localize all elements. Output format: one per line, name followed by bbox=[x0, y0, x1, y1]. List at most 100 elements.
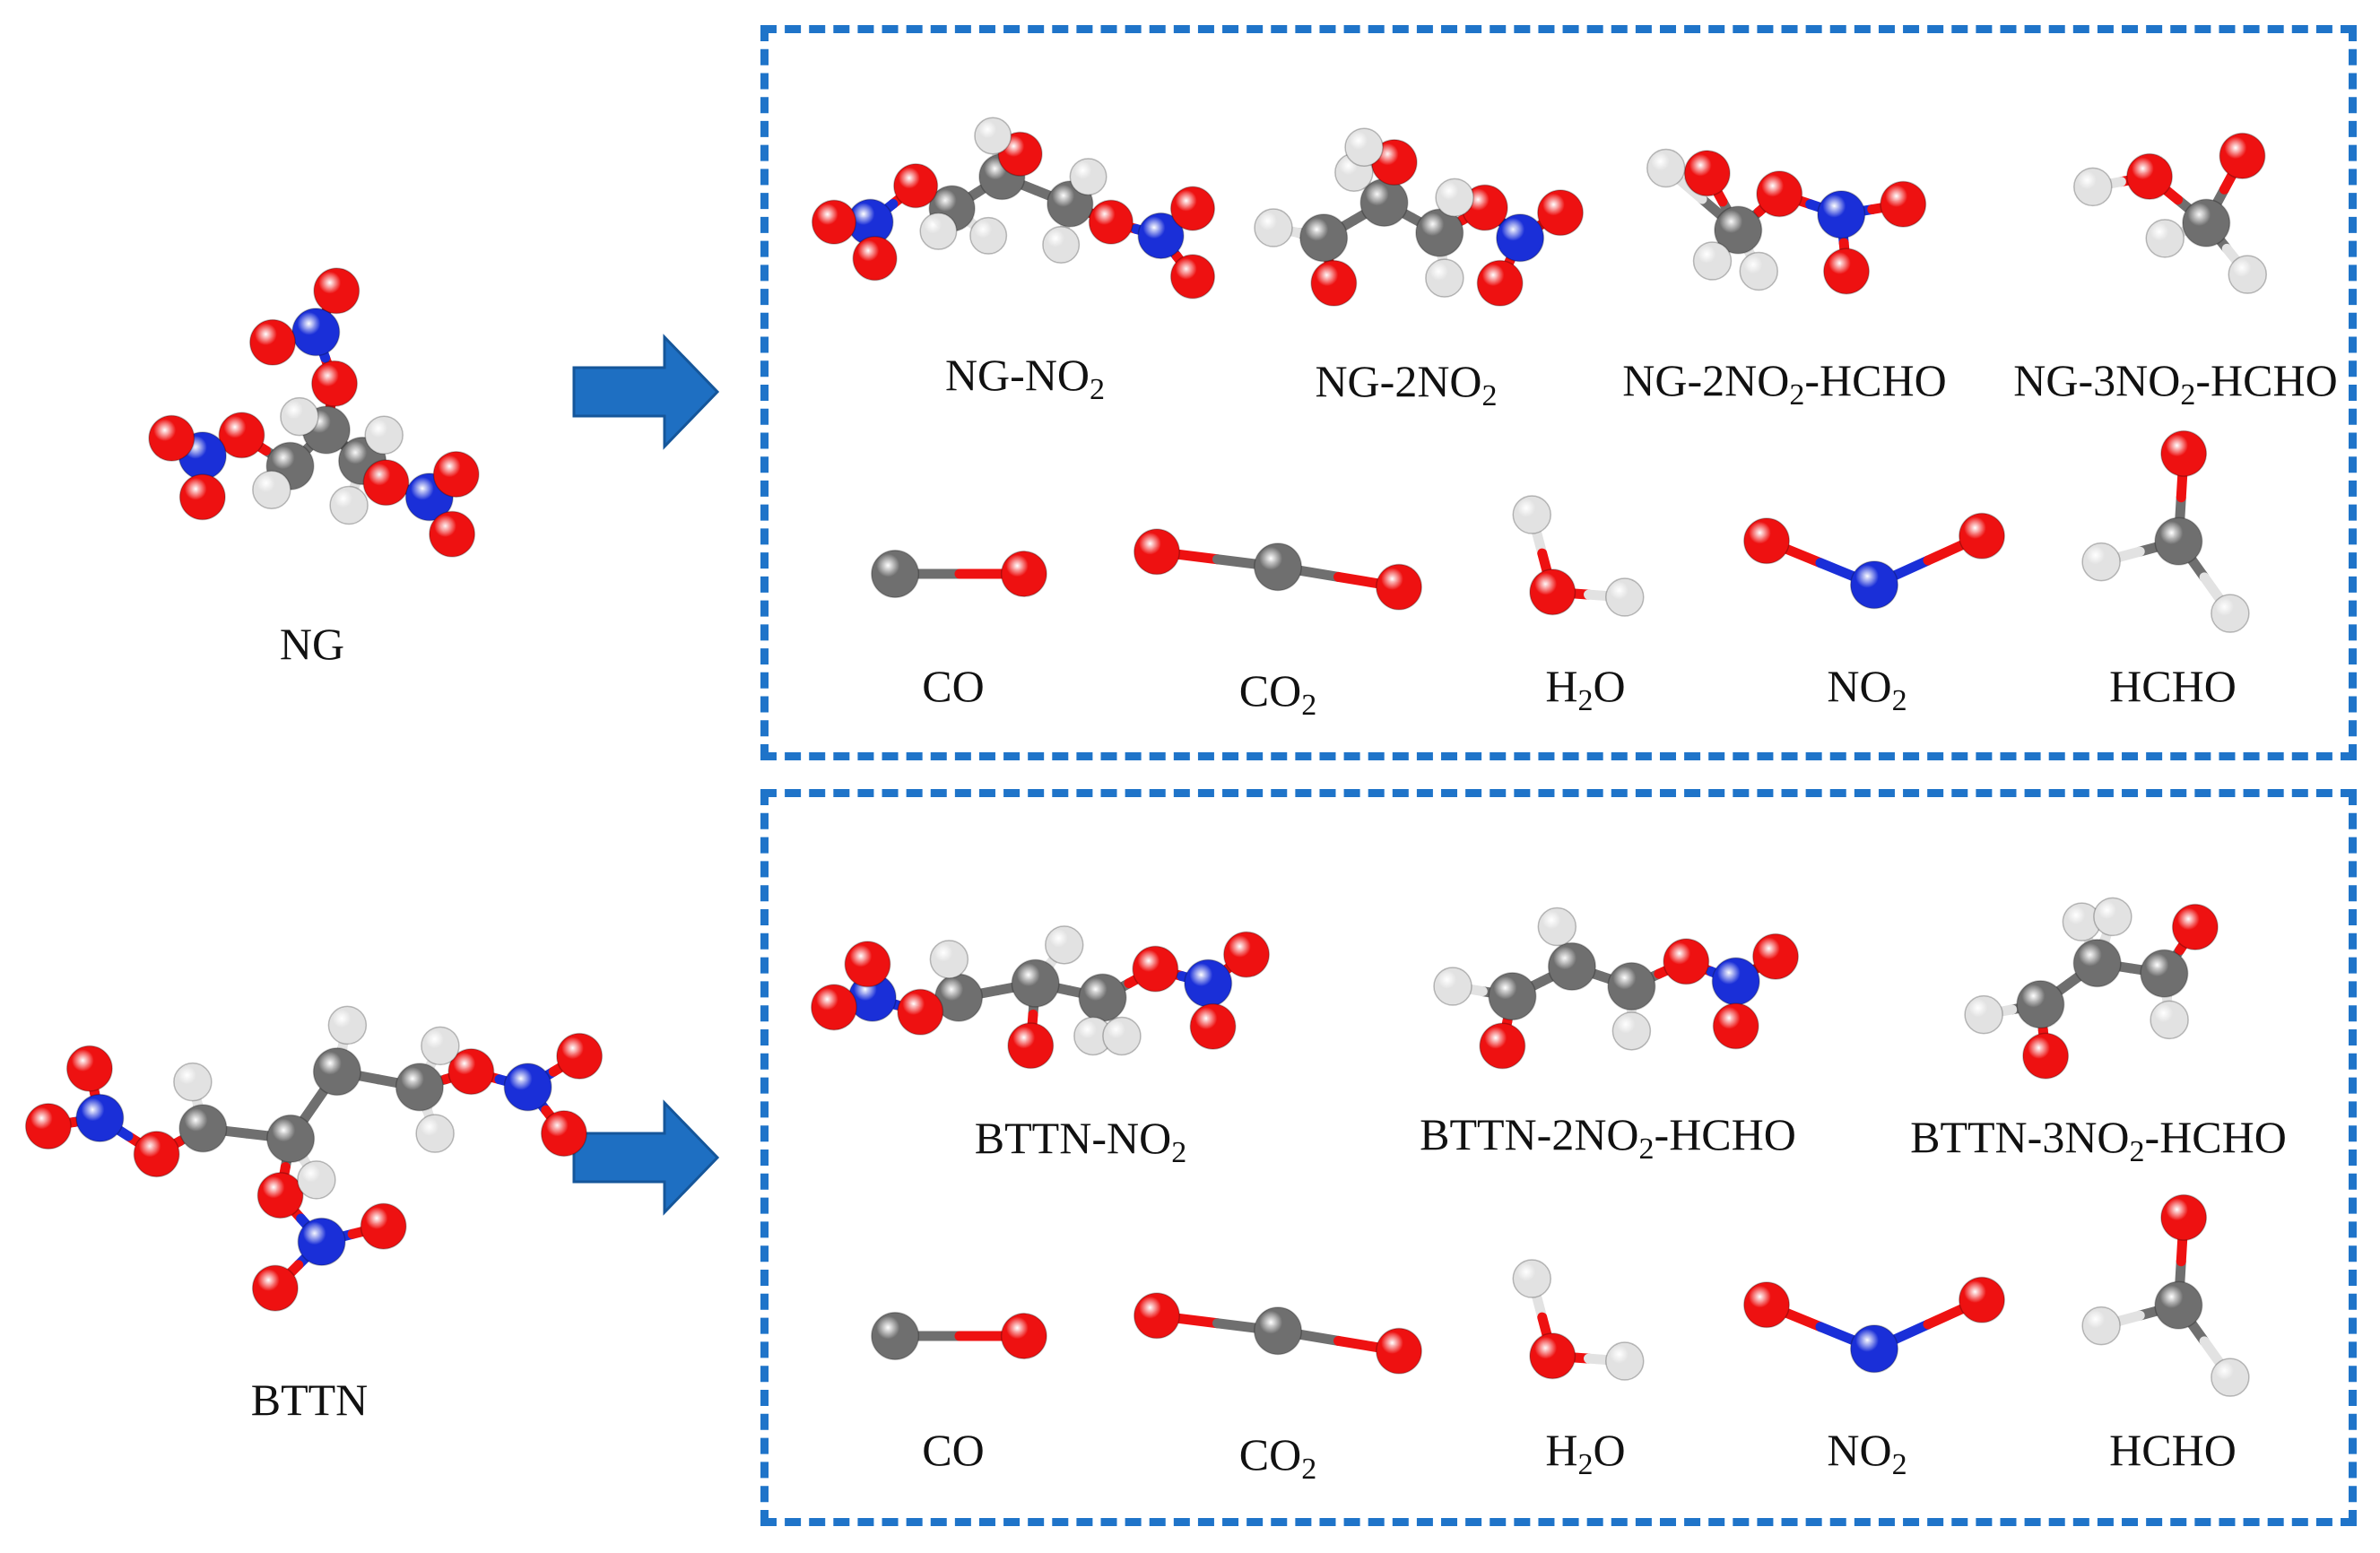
nitrogen-atom bbox=[1496, 213, 1545, 263]
carbon-atom bbox=[1607, 962, 1656, 1011]
product-label: HCHO bbox=[2109, 1425, 2237, 1475]
hydrogen-atom bbox=[173, 1062, 213, 1102]
oxygen-atom bbox=[1134, 528, 1180, 576]
oxygen-atom bbox=[1743, 517, 1790, 565]
hydrogen-atom bbox=[1611, 1011, 1652, 1051]
carbon-atom bbox=[2072, 939, 2122, 988]
ng-reaction-arrow bbox=[572, 334, 720, 450]
nitrogen-atom bbox=[75, 1093, 125, 1142]
oxygen-atom bbox=[556, 1032, 604, 1080]
hydrogen-atom bbox=[421, 1026, 460, 1066]
hydrogen-atom bbox=[415, 1114, 455, 1153]
oxygen-atom bbox=[540, 1110, 587, 1158]
hydrogen-atom bbox=[280, 396, 319, 437]
molecule-NG-2NO2 bbox=[1254, 127, 1584, 307]
hydrogen-atom bbox=[1435, 178, 1474, 218]
hydrogen-atom bbox=[969, 216, 1008, 255]
carbon-atom bbox=[1547, 941, 1596, 991]
oxygen-atom bbox=[1743, 1281, 1790, 1329]
oxygen-atom bbox=[148, 414, 195, 462]
oxygen-atom bbox=[1169, 186, 1216, 231]
nitrogen-atom bbox=[1850, 560, 1898, 610]
molecule-NG-NO2 bbox=[811, 117, 1216, 299]
oxygen-atom bbox=[1529, 568, 1577, 616]
hydrogen-atom bbox=[2150, 1000, 2189, 1040]
oxygen-atom bbox=[1756, 170, 1803, 218]
product-label: H2O bbox=[1545, 661, 1626, 717]
molecule-BTTN bbox=[24, 1005, 604, 1312]
oxygen-atom bbox=[313, 267, 360, 315]
oxygen-atom bbox=[432, 451, 480, 498]
oxygen-atom bbox=[1959, 512, 2005, 560]
molecule-BTTN-3NO2-HCHO bbox=[1964, 897, 2219, 1080]
oxygen-atom bbox=[811, 984, 857, 1031]
hydrogen-atom bbox=[1344, 127, 1384, 167]
oxygen-atom bbox=[362, 459, 410, 507]
molecule-HCHO bbox=[2081, 1193, 2250, 1397]
oxygen-atom bbox=[844, 941, 891, 988]
carbon-atom bbox=[2016, 980, 2065, 1029]
product-label: HCHO bbox=[2109, 661, 2237, 711]
oxygen-atom bbox=[1132, 945, 1179, 993]
bttn-reaction-arrow bbox=[572, 1099, 720, 1216]
molecule-CO bbox=[871, 550, 1047, 598]
hydrogen-atom bbox=[974, 117, 1012, 155]
carbon-atom bbox=[1254, 542, 1302, 592]
product-label: NG-3NO2-HCHO bbox=[2013, 355, 2338, 412]
oxygen-atom bbox=[65, 1045, 113, 1092]
oxygen-atom bbox=[360, 1202, 407, 1250]
oxygen-atom bbox=[1189, 1002, 1237, 1050]
carbon-atom bbox=[266, 1114, 316, 1163]
carbon-atom bbox=[1011, 959, 1060, 1008]
hydrogen-atom bbox=[1646, 148, 1686, 188]
molecule-H2O bbox=[1512, 1259, 1645, 1381]
hydrogen-atom bbox=[297, 1160, 336, 1200]
ng-products-panel bbox=[760, 25, 2357, 760]
oxygen-atom bbox=[1683, 150, 1731, 197]
molecule-CO2 bbox=[1134, 1292, 1422, 1375]
nitrogen-atom bbox=[291, 308, 341, 357]
oxygen-atom bbox=[1752, 933, 1799, 980]
oxygen-atom bbox=[1000, 1313, 1047, 1359]
oxygen-atom bbox=[897, 988, 944, 1036]
nitrogen-atom bbox=[1850, 1324, 1898, 1374]
carbon-atom bbox=[178, 1104, 228, 1153]
oxygen-atom bbox=[1959, 1276, 2005, 1323]
oxygen-atom bbox=[1223, 931, 1270, 978]
oxygen-atom bbox=[218, 412, 265, 459]
hydrogen-atom bbox=[929, 940, 969, 979]
carbon-atom bbox=[1078, 973, 1127, 1022]
oxygen-atom bbox=[1712, 1002, 1759, 1050]
molecule-BTTN-NO2 bbox=[811, 925, 1270, 1070]
oxygen-atom bbox=[1663, 938, 1710, 985]
hydrogen-atom bbox=[327, 1005, 368, 1045]
hydrogen-atom bbox=[1069, 158, 1107, 196]
oxygen-atom bbox=[1000, 551, 1047, 597]
hydrogen-atom bbox=[1044, 925, 1084, 965]
hydrogen-atom bbox=[1042, 226, 1081, 265]
oxygen-atom bbox=[178, 473, 226, 521]
product-label: BTTN-2NO2-HCHO bbox=[1420, 1109, 1796, 1166]
nitrogen-atom bbox=[1137, 212, 1185, 259]
hydrogen-atom bbox=[1425, 258, 1464, 298]
oxygen-atom bbox=[133, 1131, 180, 1178]
hydrogen-atom bbox=[2145, 219, 2185, 258]
oxygen-atom bbox=[2171, 903, 2219, 950]
product-label: CO bbox=[922, 1425, 985, 1475]
hydrogen-atom bbox=[1605, 1341, 1645, 1381]
carbon-atom bbox=[2182, 198, 2231, 247]
carbon-atom bbox=[871, 550, 920, 598]
nitrogen-atom bbox=[1817, 190, 1866, 239]
molecule-H2O bbox=[1512, 495, 1645, 617]
carbon-atom bbox=[871, 1312, 920, 1360]
molecule-NO2 bbox=[1743, 1276, 2005, 1374]
hydrogen-atom bbox=[364, 415, 404, 455]
product-label: CO2 bbox=[1238, 1429, 1317, 1486]
oxygen-atom bbox=[1529, 1332, 1577, 1380]
product-label: BTTN-NO2 bbox=[974, 1113, 1187, 1169]
hydrogen-atom bbox=[1254, 208, 1293, 247]
carbon-atom bbox=[395, 1063, 444, 1112]
product-label: NG-NO2 bbox=[944, 350, 1106, 406]
molecule-HCHO bbox=[2081, 429, 2250, 633]
